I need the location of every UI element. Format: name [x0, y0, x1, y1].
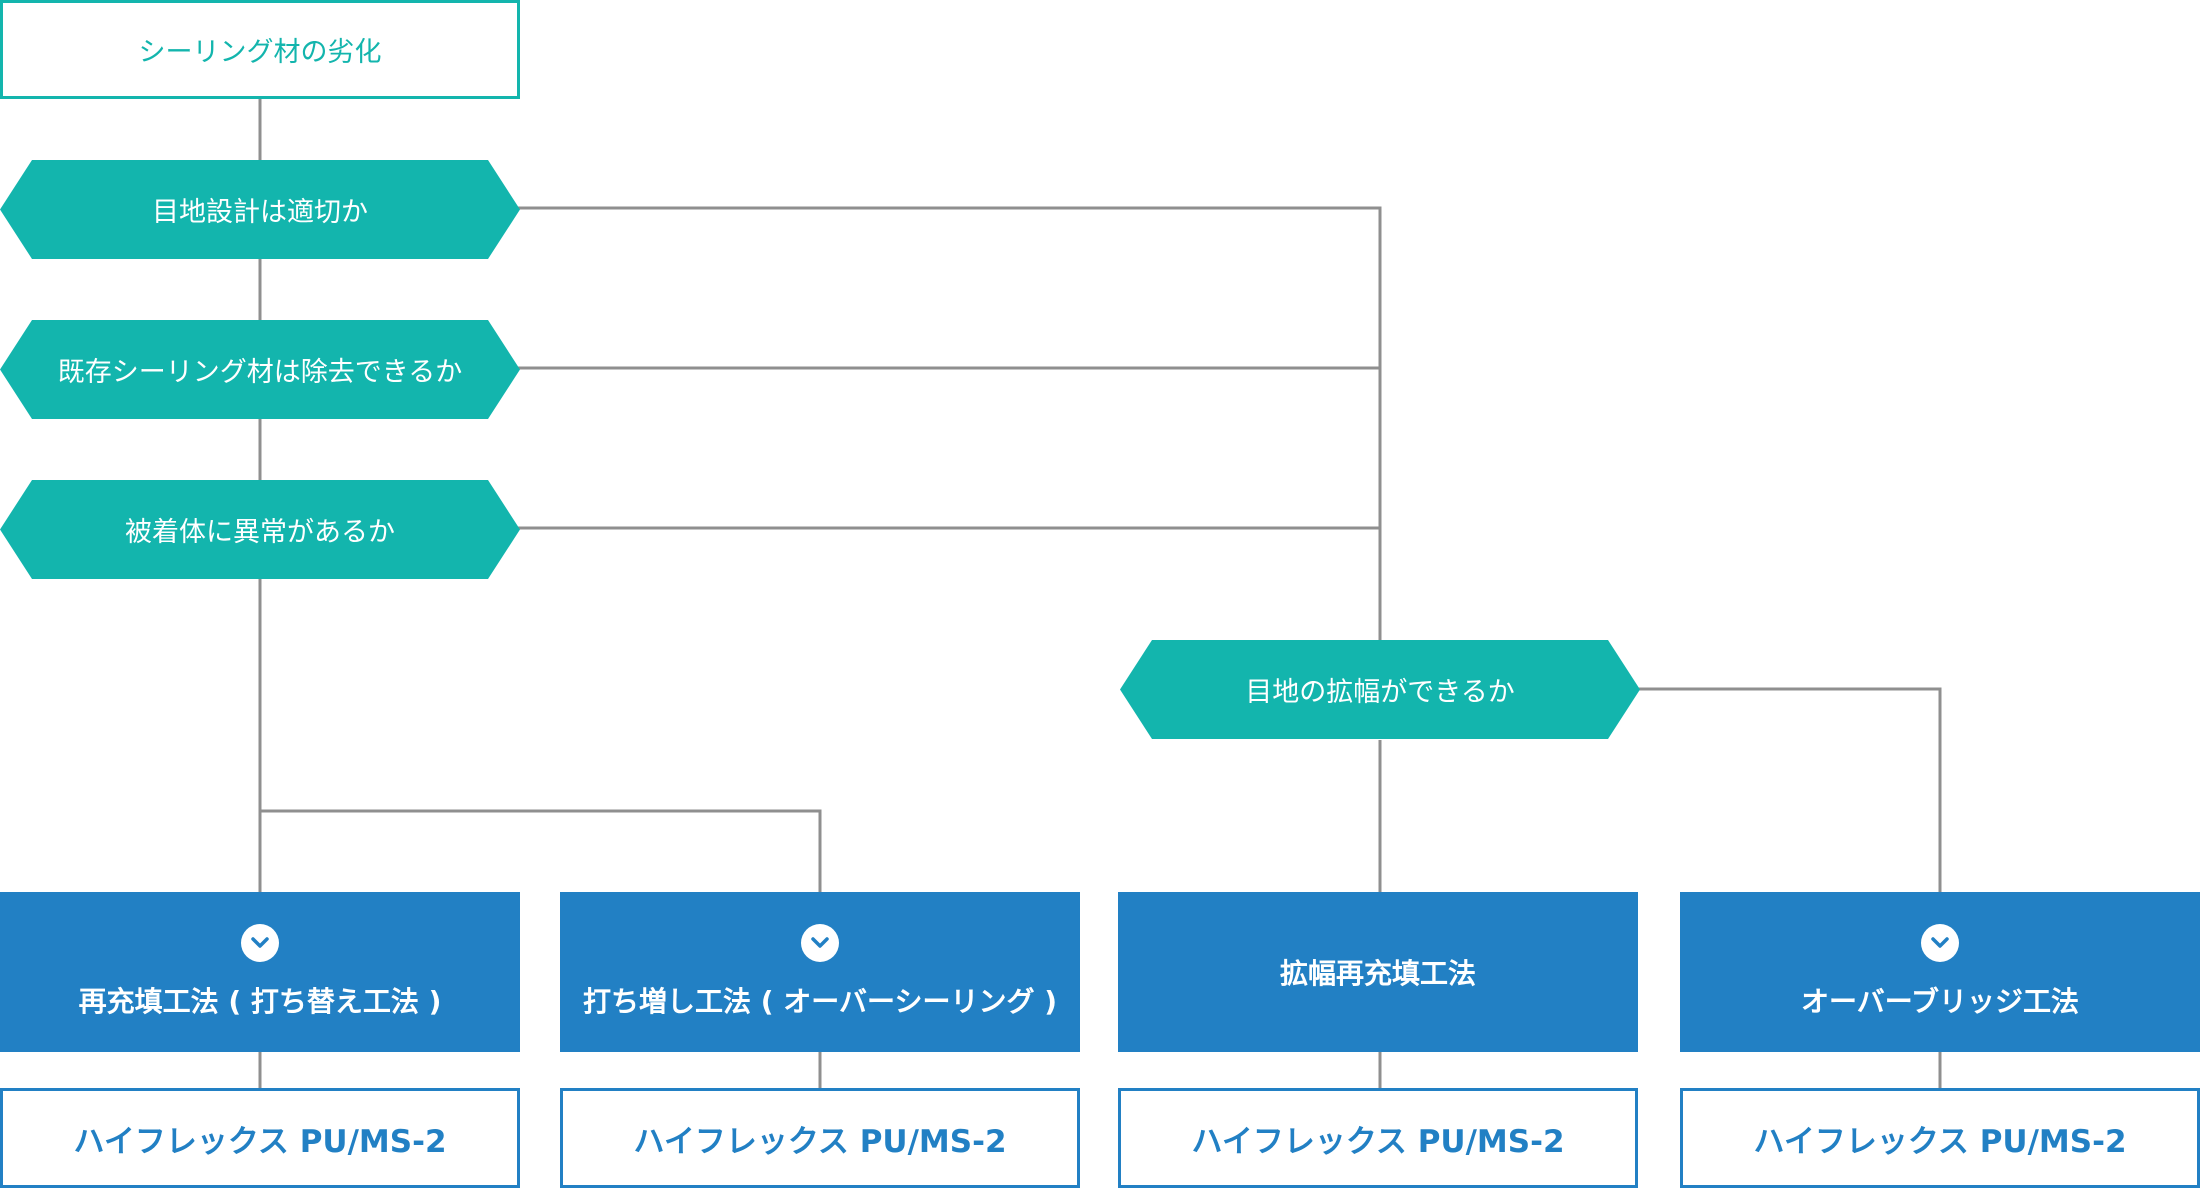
method-label: オーバーブリッジ工法: [1800, 985, 2080, 1018]
connector-q1-right: [518, 206, 1382, 640]
question-substrate-abnormal: 被着体に異常があるか: [0, 480, 520, 579]
product-label: ハイフレックス PU/MS-2: [73, 1123, 447, 1160]
question-label: 既存シーリング材は除去できるか: [57, 357, 463, 388]
method-label: 拡幅再充填工法: [1279, 957, 1476, 990]
question-label: 被着体に異常があるか: [125, 517, 395, 548]
chevron-down-icon[interactable]: [1921, 924, 1959, 962]
chevron-down-icon[interactable]: [241, 924, 279, 962]
product-box[interactable]: ハイフレックス PU/MS-2: [1680, 1088, 2200, 1188]
method-refill[interactable]: 再充填工法 ( 打ち替え工法 ): [0, 892, 520, 1052]
method-label: 再充填工法 ( 打ち替え工法 ): [78, 985, 442, 1018]
connector-q4-right: [1638, 687, 1942, 892]
method-widen-refill[interactable]: 拡幅再充填工法: [1118, 892, 1638, 1052]
product-box[interactable]: ハイフレックス PU/MS-2: [1118, 1088, 1638, 1188]
start-label: シーリング材の劣化: [138, 37, 382, 68]
method-overseal[interactable]: 打ち増し工法 ( オーバーシーリング ): [560, 892, 1080, 1052]
question-label: 目地の拡幅ができるか: [1245, 677, 1515, 708]
question-joint-widening: 目地の拡幅ができるか: [1120, 640, 1640, 739]
product-box[interactable]: ハイフレックス PU/MS-2: [0, 1088, 520, 1188]
method-label: 打ち増し工法 ( オーバーシーリング ): [583, 985, 1057, 1018]
product-label: ハイフレックス PU/MS-2: [1191, 1123, 1565, 1160]
chevron-down-icon[interactable]: [801, 924, 839, 962]
start-node: シーリング材の劣化: [0, 0, 520, 99]
product-label: ハイフレックス PU/MS-2: [633, 1123, 1007, 1160]
product-label: ハイフレックス PU/MS-2: [1753, 1123, 2127, 1160]
question-joint-design: 目地設計は適切か: [0, 160, 520, 259]
method-overbridge[interactable]: オーバーブリッジ工法: [1680, 892, 2200, 1052]
question-label: 目地設計は適切か: [152, 197, 368, 228]
product-box[interactable]: ハイフレックス PU/MS-2: [560, 1088, 1080, 1188]
question-remove-sealant: 既存シーリング材は除去できるか: [0, 320, 520, 419]
connector-q3-split: [260, 809, 822, 892]
